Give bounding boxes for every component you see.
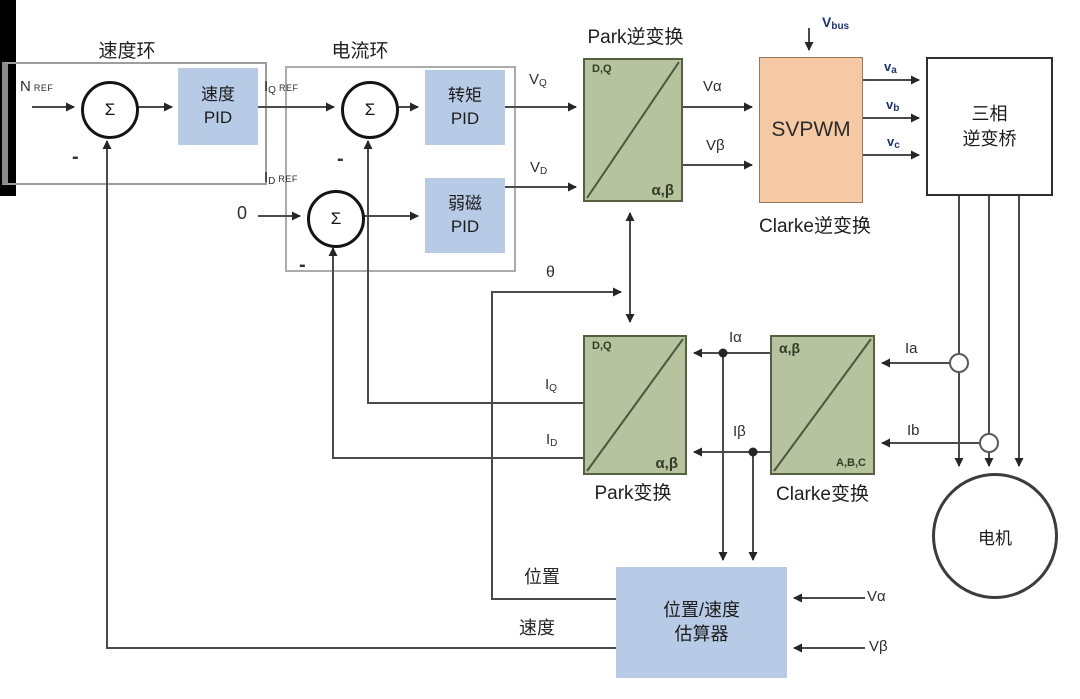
junction-dot-i-beta (748, 447, 758, 457)
ib-label: Ib (907, 422, 920, 439)
flux-summing-junction: Σ (307, 190, 365, 248)
i-alpha-label: Iα (729, 329, 742, 346)
park-inverse-title: Park逆变换 (587, 27, 684, 48)
v-beta-out-label: Vβ (706, 137, 725, 154)
minus-sign-flux: - (299, 254, 306, 276)
current-sensor-b-icon (979, 433, 999, 453)
speed-loop-title: 速度环 (98, 41, 156, 62)
position-speed-estimator-block: 位置/速度 估算器 (616, 567, 787, 678)
i-beta-label: Iβ (733, 423, 746, 440)
junction-dot-i-alpha (718, 348, 728, 358)
svpwm-block: SVPWM (759, 57, 863, 203)
park-block: D,Q α,β (583, 335, 687, 475)
v-alpha-in-label: Vα (867, 588, 886, 605)
speed-summing-junction: Σ (81, 81, 139, 139)
ia-label: Ia (905, 340, 918, 357)
vb-label: vb (886, 97, 900, 114)
diagonal-line (586, 338, 684, 472)
current-loop-outline (285, 66, 516, 272)
clarke-block: α,β A,B,C (770, 335, 875, 475)
current-sensor-a-icon (949, 353, 969, 373)
clarke-inverse-title: Clarke逆变换 (759, 216, 871, 237)
minus-sign-speed: - (72, 146, 79, 168)
speed-output-label: 速度 (519, 618, 555, 638)
diagonal-line (773, 338, 872, 472)
id-feedback-label: ID (546, 431, 558, 449)
speed-pid-block: 速度 PID (178, 68, 258, 145)
speed-loop-outline (2, 62, 267, 185)
theta-label: θ (546, 264, 555, 281)
park-title: Park变换 (594, 483, 672, 504)
park-inverse-block: D,Q α,β (583, 58, 683, 202)
v-alpha-out-label: Vα (703, 78, 722, 95)
va-label: va (884, 59, 897, 76)
vd-label: VD (530, 159, 548, 177)
position-output-label: 位置 (524, 567, 560, 587)
motor-block: 电机 (932, 473, 1058, 599)
diagonal-line (586, 61, 680, 199)
vq-label: VQ (529, 71, 547, 89)
minus-sign-torque: - (337, 148, 344, 170)
torque-pid-block: 转矩 PID (425, 70, 505, 145)
inverter-bridge-block: 三相 逆变桥 (926, 57, 1053, 196)
v-beta-in-label: Vβ (869, 638, 888, 655)
current-loop-title: 电流环 (331, 41, 389, 62)
iq-feedback-label: IQ (545, 376, 557, 394)
vc-label: vc (887, 134, 900, 151)
torque-summing-junction: Σ (341, 81, 399, 139)
clarke-title: Clarke变换 (776, 484, 869, 505)
flux-weakening-pid-block: 弱磁 PID (425, 178, 505, 253)
vbus-label: Vbus (822, 14, 850, 32)
zero-ref-label: 0 (237, 203, 248, 223)
